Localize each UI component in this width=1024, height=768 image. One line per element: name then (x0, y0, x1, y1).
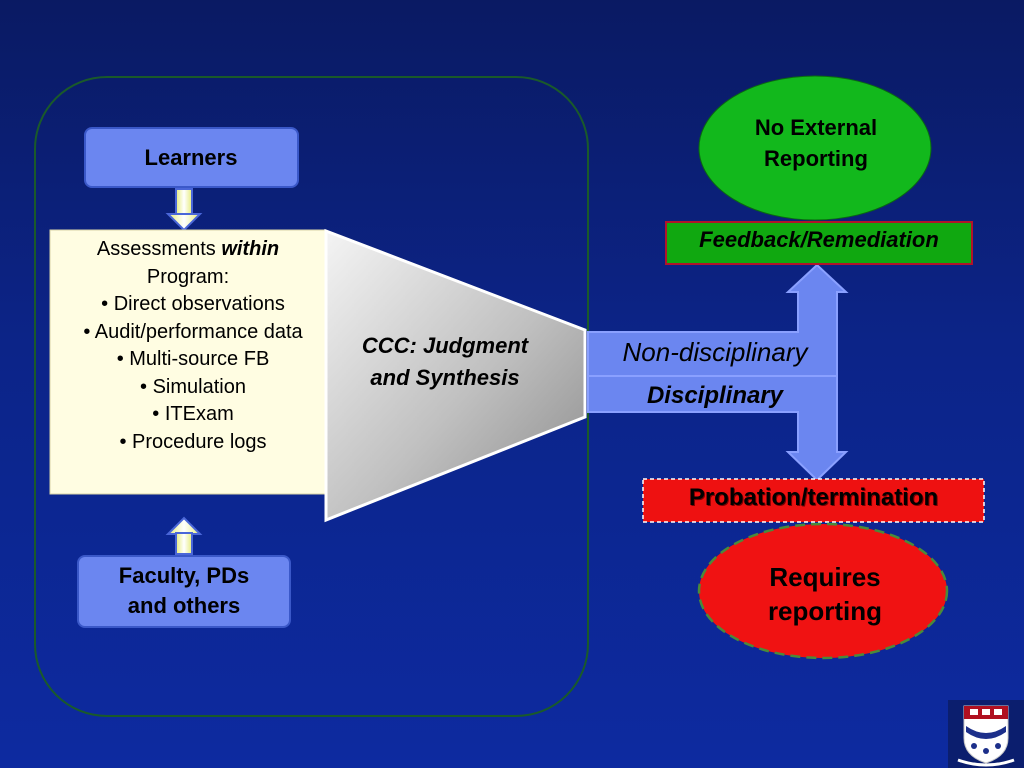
feedback-box (665, 221, 973, 265)
assessments-heading-suffix: Program: (146, 265, 230, 288)
feedback-label: Feedback/Remediation (699, 227, 939, 252)
no-external-line2: Reporting (764, 146, 868, 171)
no-external-ellipse (698, 75, 932, 221)
assessments-heading-prefix: Assessments (96, 238, 222, 260)
ccc-funnel (324, 228, 587, 523)
requires-line2: reporting (767, 596, 883, 626)
learners-box (84, 127, 299, 188)
assessments-heading: Assessments within Program: (52, 236, 324, 291)
disciplinary-label: Disciplinary (646, 382, 784, 409)
faculty-box (77, 555, 291, 628)
learners-label: Learners (144, 145, 238, 170)
faculty-label: Faculty, PDs and others (78, 556, 290, 626)
assessments-text: Assessments within Program: • Direct obs… (52, 236, 324, 492)
no-external-label: No External Reporting (700, 112, 932, 174)
requires-reporting-ellipse (697, 522, 949, 660)
routing-arrows (587, 263, 849, 482)
learners-down-arrow (165, 188, 203, 232)
ccc-label-line2: and Synthesis (370, 365, 520, 390)
assessments-box (49, 229, 327, 495)
faculty-up-arrow (165, 516, 203, 555)
assessment-item: • Simulation (140, 375, 246, 398)
non-disciplinary-label: Non-disciplinary (622, 337, 808, 367)
assessment-item: • Audit/performance data (83, 320, 303, 343)
requires-reporting-label: Requires reporting (700, 560, 950, 628)
university-crest-logo (948, 700, 1024, 768)
assessment-item: • Multi-source FB (116, 348, 270, 370)
probation-label: Probation/termination (688, 484, 939, 511)
assessment-item: • Procedure logs (119, 430, 267, 453)
assessments-heading-emphasis: within (221, 238, 280, 260)
faculty-label-line2: and others (127, 593, 241, 618)
assessment-item: • ITExam (152, 403, 234, 425)
no-external-line1: No External (754, 115, 878, 140)
probation-box (642, 478, 985, 523)
faculty-label-line1: Faculty, PDs (118, 563, 250, 588)
ccc-label: CCC: Judgment and Synthesis (332, 330, 558, 394)
ccc-label-line1: CCC: Judgment (361, 333, 529, 358)
assessment-item: • Direct observations (101, 293, 285, 315)
requires-line1: Requires (769, 562, 881, 592)
